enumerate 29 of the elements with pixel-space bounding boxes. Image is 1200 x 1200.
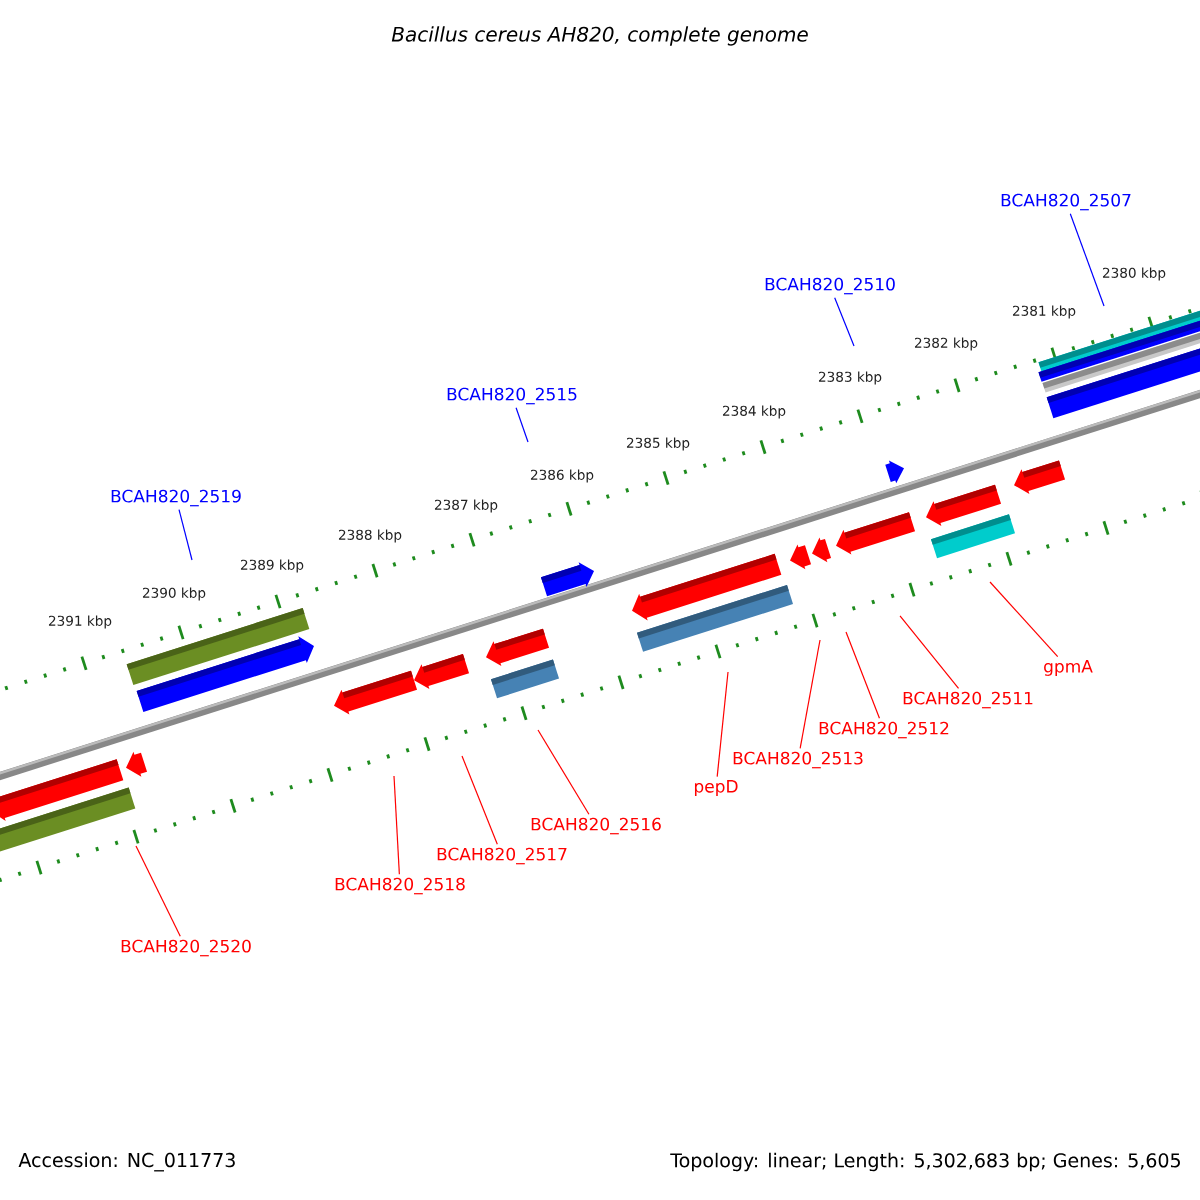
leader-line (989, 581, 1059, 658)
leader-line (461, 755, 498, 845)
gene-label: BCAH820_2519 (111, 489, 241, 507)
leader-line (537, 729, 590, 815)
leader-line (393, 775, 400, 875)
gene-label: BCAH820_2517 (437, 847, 567, 865)
leader-line (834, 297, 855, 347)
gene-label: BCAH820_2512 (819, 721, 949, 739)
gene-label: pepD (695, 780, 738, 796)
footer-text: Accession: NC_011773 (18, 1152, 235, 1172)
gene-label: BCAH820_2515 (447, 387, 577, 405)
leader-line (515, 407, 529, 443)
leader-line (899, 615, 960, 689)
footer-text: Topology: linear; Length: 5,302,683 bp; Genes: 5,605 (670, 1152, 1180, 1172)
gene-label: BCAH820_2513 (733, 751, 863, 769)
gene-label: BCAH820_2516 (531, 817, 661, 835)
leader-line (799, 639, 821, 749)
gene-label: BCAH820_2507 (1001, 193, 1131, 211)
gene-label: BCAH820_2520 (121, 939, 251, 957)
gene-label: BCAH820_2511 (903, 691, 1033, 709)
leader-line (716, 671, 729, 778)
leader-line (845, 631, 881, 719)
leader-line (178, 509, 193, 561)
gene-label: gpmA (1044, 660, 1093, 676)
leader-line (1069, 213, 1105, 307)
gene-label: BCAH820_2510 (765, 277, 895, 295)
title: Bacillus cereus AH820, complete genome (391, 26, 808, 46)
leader-line (135, 845, 181, 937)
gene-label: BCAH820_2518 (335, 877, 465, 895)
